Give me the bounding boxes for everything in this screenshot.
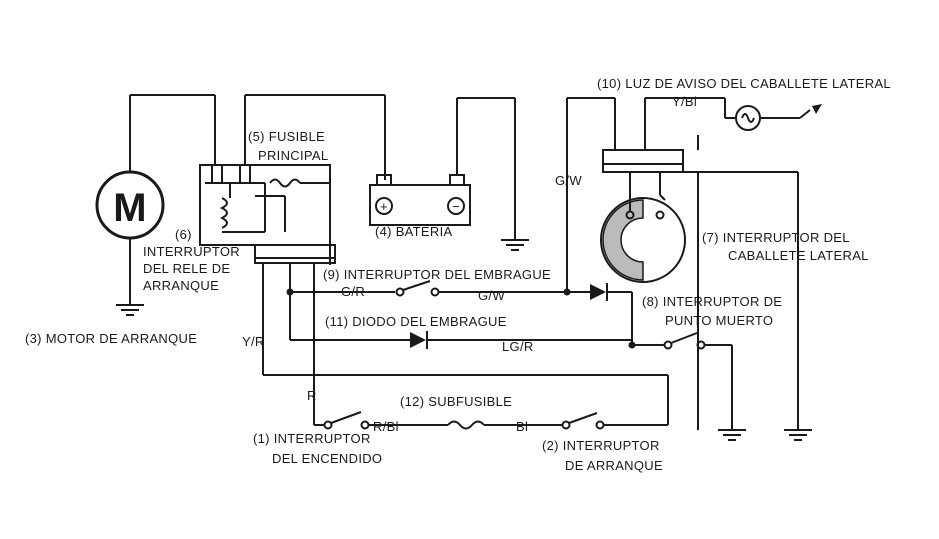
neutral-ground-symbol: [718, 429, 746, 441]
wire-r: R: [307, 388, 317, 403]
ignition-switch: [323, 411, 370, 430]
main-fuse-label-line-2: PRINCIPAL: [258, 148, 328, 163]
junction-dot: [628, 341, 636, 349]
wire-g-r: G/R: [341, 284, 365, 299]
motor-letter: M: [113, 186, 147, 230]
wire-y-r: Y/R: [242, 334, 265, 349]
wire-lg-r: LG/R: [502, 339, 534, 354]
relay-label-line-3: DEL RELE DE: [143, 261, 230, 276]
subfuse-label: (12) SUBFUSIBLE: [400, 394, 512, 409]
main-fuse: [269, 178, 330, 188]
starter-motor: M: [95, 94, 216, 305]
starter-switch: [561, 412, 605, 430]
clutch-diode-label: (11) DIODO DEL EMBRAGUE: [325, 314, 507, 329]
wire-bl: Bl: [516, 419, 528, 434]
relay-label-line-2: INTERRUPTOR: [143, 244, 240, 259]
neutral-switch-label-line-1: (8) INTERRUPTOR DE: [642, 294, 782, 309]
ignition-switch-label-line-1: (1) INTERRUPTOR: [253, 431, 371, 446]
sidestand-label-line-2: CABALLETE LATERAL: [728, 248, 869, 263]
sidestand-switch: [600, 149, 699, 430]
battery-minus-terminal: −: [452, 199, 460, 214]
battery-plus-terminal: +: [380, 199, 388, 214]
starter-switch-label-line-2: DE ARRANQUE: [565, 458, 663, 473]
neutral-switch-label-line-2: PUNTO MUERTO: [665, 313, 773, 328]
relay-label-line-1: (6): [175, 227, 192, 242]
motor-ground-symbol: [116, 304, 144, 316]
sidestand-ground-symbol: [784, 429, 812, 441]
battery-label: (4) BATERIA: [375, 224, 452, 239]
ignition-switch-label-line-2: DEL ENCENDIDO: [272, 451, 382, 466]
neutral-diode: [590, 283, 608, 301]
clutch-switch: [395, 280, 440, 297]
wire-g-w-top: G/W: [555, 173, 582, 188]
sidestand-label-line-1: (7) INTERRUPTOR DEL: [702, 230, 850, 245]
battery: + −: [369, 97, 516, 240]
relay-label-line-4: ARRANQUE: [143, 278, 219, 293]
starter-switch-label-line-1: (2) INTERRUPTOR: [542, 438, 660, 453]
warning-light-label: (10) LUZ DE AVISO DEL CABALLETE LATERAL: [597, 76, 891, 91]
wire-g-w: G/W: [478, 288, 505, 303]
wire-r-bl: R/Bl: [373, 419, 399, 434]
arrow-icon: [812, 104, 822, 114]
clutch-diode: [410, 331, 428, 349]
clutch-switch-label: (9) INTERRUPTOR DEL EMBRAGUE: [323, 267, 551, 282]
subfuse: [447, 420, 485, 430]
motor-label: (3) MOTOR DE ARRANQUE: [25, 331, 197, 346]
wire-y-bl: Y/Bl: [672, 94, 697, 109]
junction-dot: [286, 288, 294, 296]
main-fuse-label-line-1: (5) FUSIBLE: [248, 129, 325, 144]
battery-ground-symbol: [501, 239, 529, 251]
warning-lamp: [735, 105, 761, 131]
